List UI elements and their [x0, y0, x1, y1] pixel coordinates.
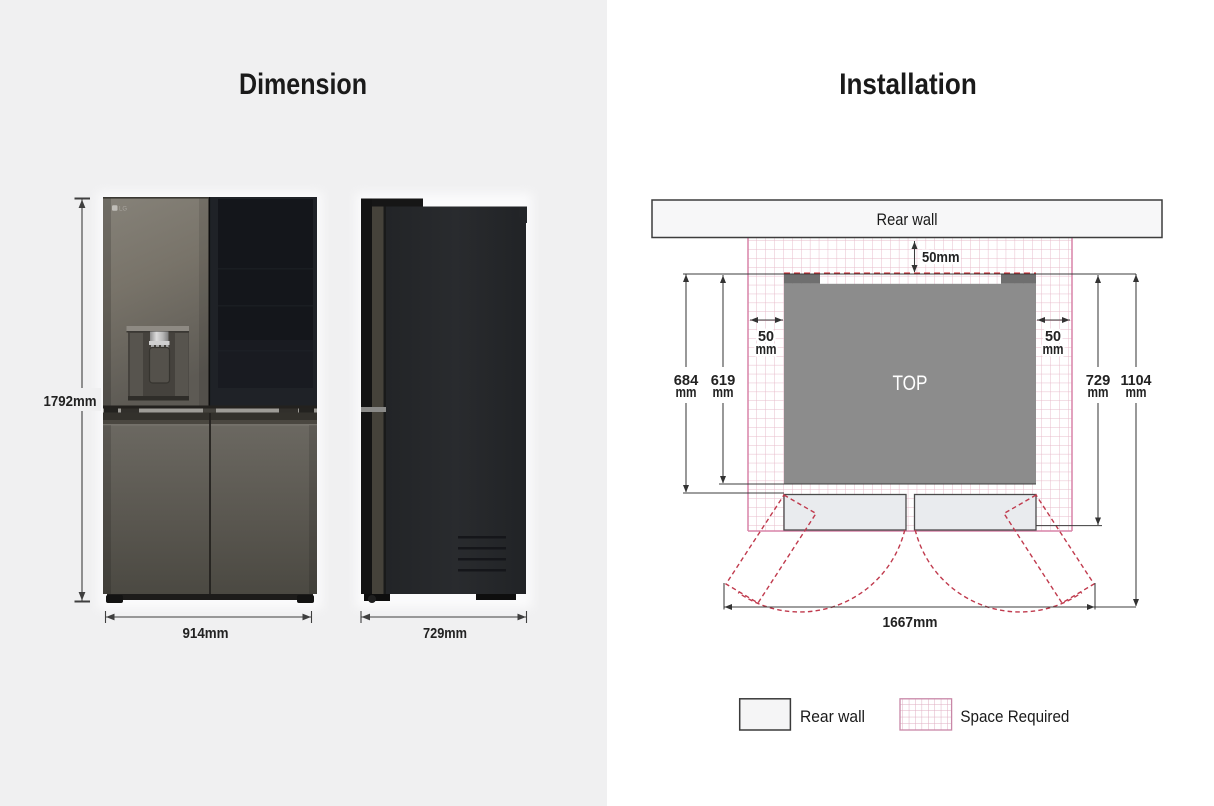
svg-text:Dimension: Dimension: [239, 68, 367, 101]
svg-text:mm: mm: [1043, 341, 1064, 358]
svg-text:LG: LG: [119, 207, 127, 213]
svg-text:729mm: 729mm: [423, 625, 467, 642]
svg-text:50: 50: [758, 328, 774, 345]
svg-text:Installation: Installation: [839, 68, 977, 101]
svg-text:mm: mm: [676, 384, 697, 401]
svg-text:mm: mm: [713, 384, 734, 401]
svg-text:mm: mm: [1088, 384, 1109, 401]
svg-text:mm: mm: [1126, 384, 1147, 401]
svg-text:TOP: TOP: [893, 371, 928, 395]
svg-text:Rear wall: Rear wall: [877, 210, 938, 229]
svg-text:619: 619: [711, 372, 736, 389]
svg-text:1104: 1104: [1121, 372, 1153, 389]
svg-text:729: 729: [1086, 372, 1111, 389]
svg-text:Rear wall: Rear wall: [800, 707, 865, 726]
svg-text:mm: mm: [756, 341, 777, 358]
svg-text:Space Required: Space Required: [960, 707, 1069, 726]
svg-text:1792mm: 1792mm: [44, 393, 97, 410]
svg-text:50mm: 50mm: [922, 249, 960, 266]
svg-text:914mm: 914mm: [183, 625, 229, 642]
svg-text:684: 684: [674, 372, 699, 389]
svg-text:50: 50: [1045, 328, 1061, 345]
svg-text:1667mm: 1667mm: [883, 614, 938, 631]
